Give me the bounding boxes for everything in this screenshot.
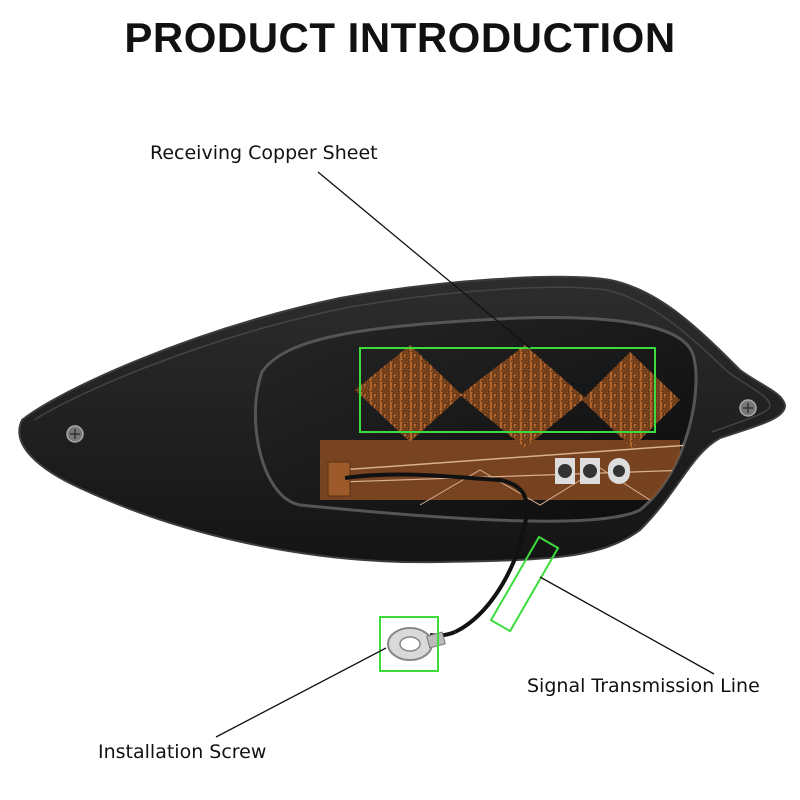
copper-sheet-highlight-box — [359, 347, 656, 433]
copper-sheet-leader-line — [317, 171, 531, 349]
mounting-screw-icon — [66, 425, 84, 443]
signal-line-label: Signal Transmission Line — [527, 675, 760, 697]
copper-patch — [355, 345, 462, 442]
copper-sheet-label: Receiving Copper Sheet — [150, 142, 378, 164]
ring-terminal-icon — [387, 627, 446, 661]
screw-leader-line — [215, 647, 387, 738]
brand-logo-icon — [555, 458, 630, 484]
installation-screw-label: Installation Screw — [98, 741, 267, 763]
screw-highlight-box — [379, 616, 439, 672]
signal-line-highlight-box — [489, 535, 560, 633]
copper-patch — [460, 345, 585, 448]
signal-cable — [344, 472, 529, 634]
page-title: PRODUCT INTRODUCTION — [124, 14, 676, 61]
mounting-screw-icon — [739, 399, 757, 417]
signal-line-leader-line — [539, 576, 715, 675]
